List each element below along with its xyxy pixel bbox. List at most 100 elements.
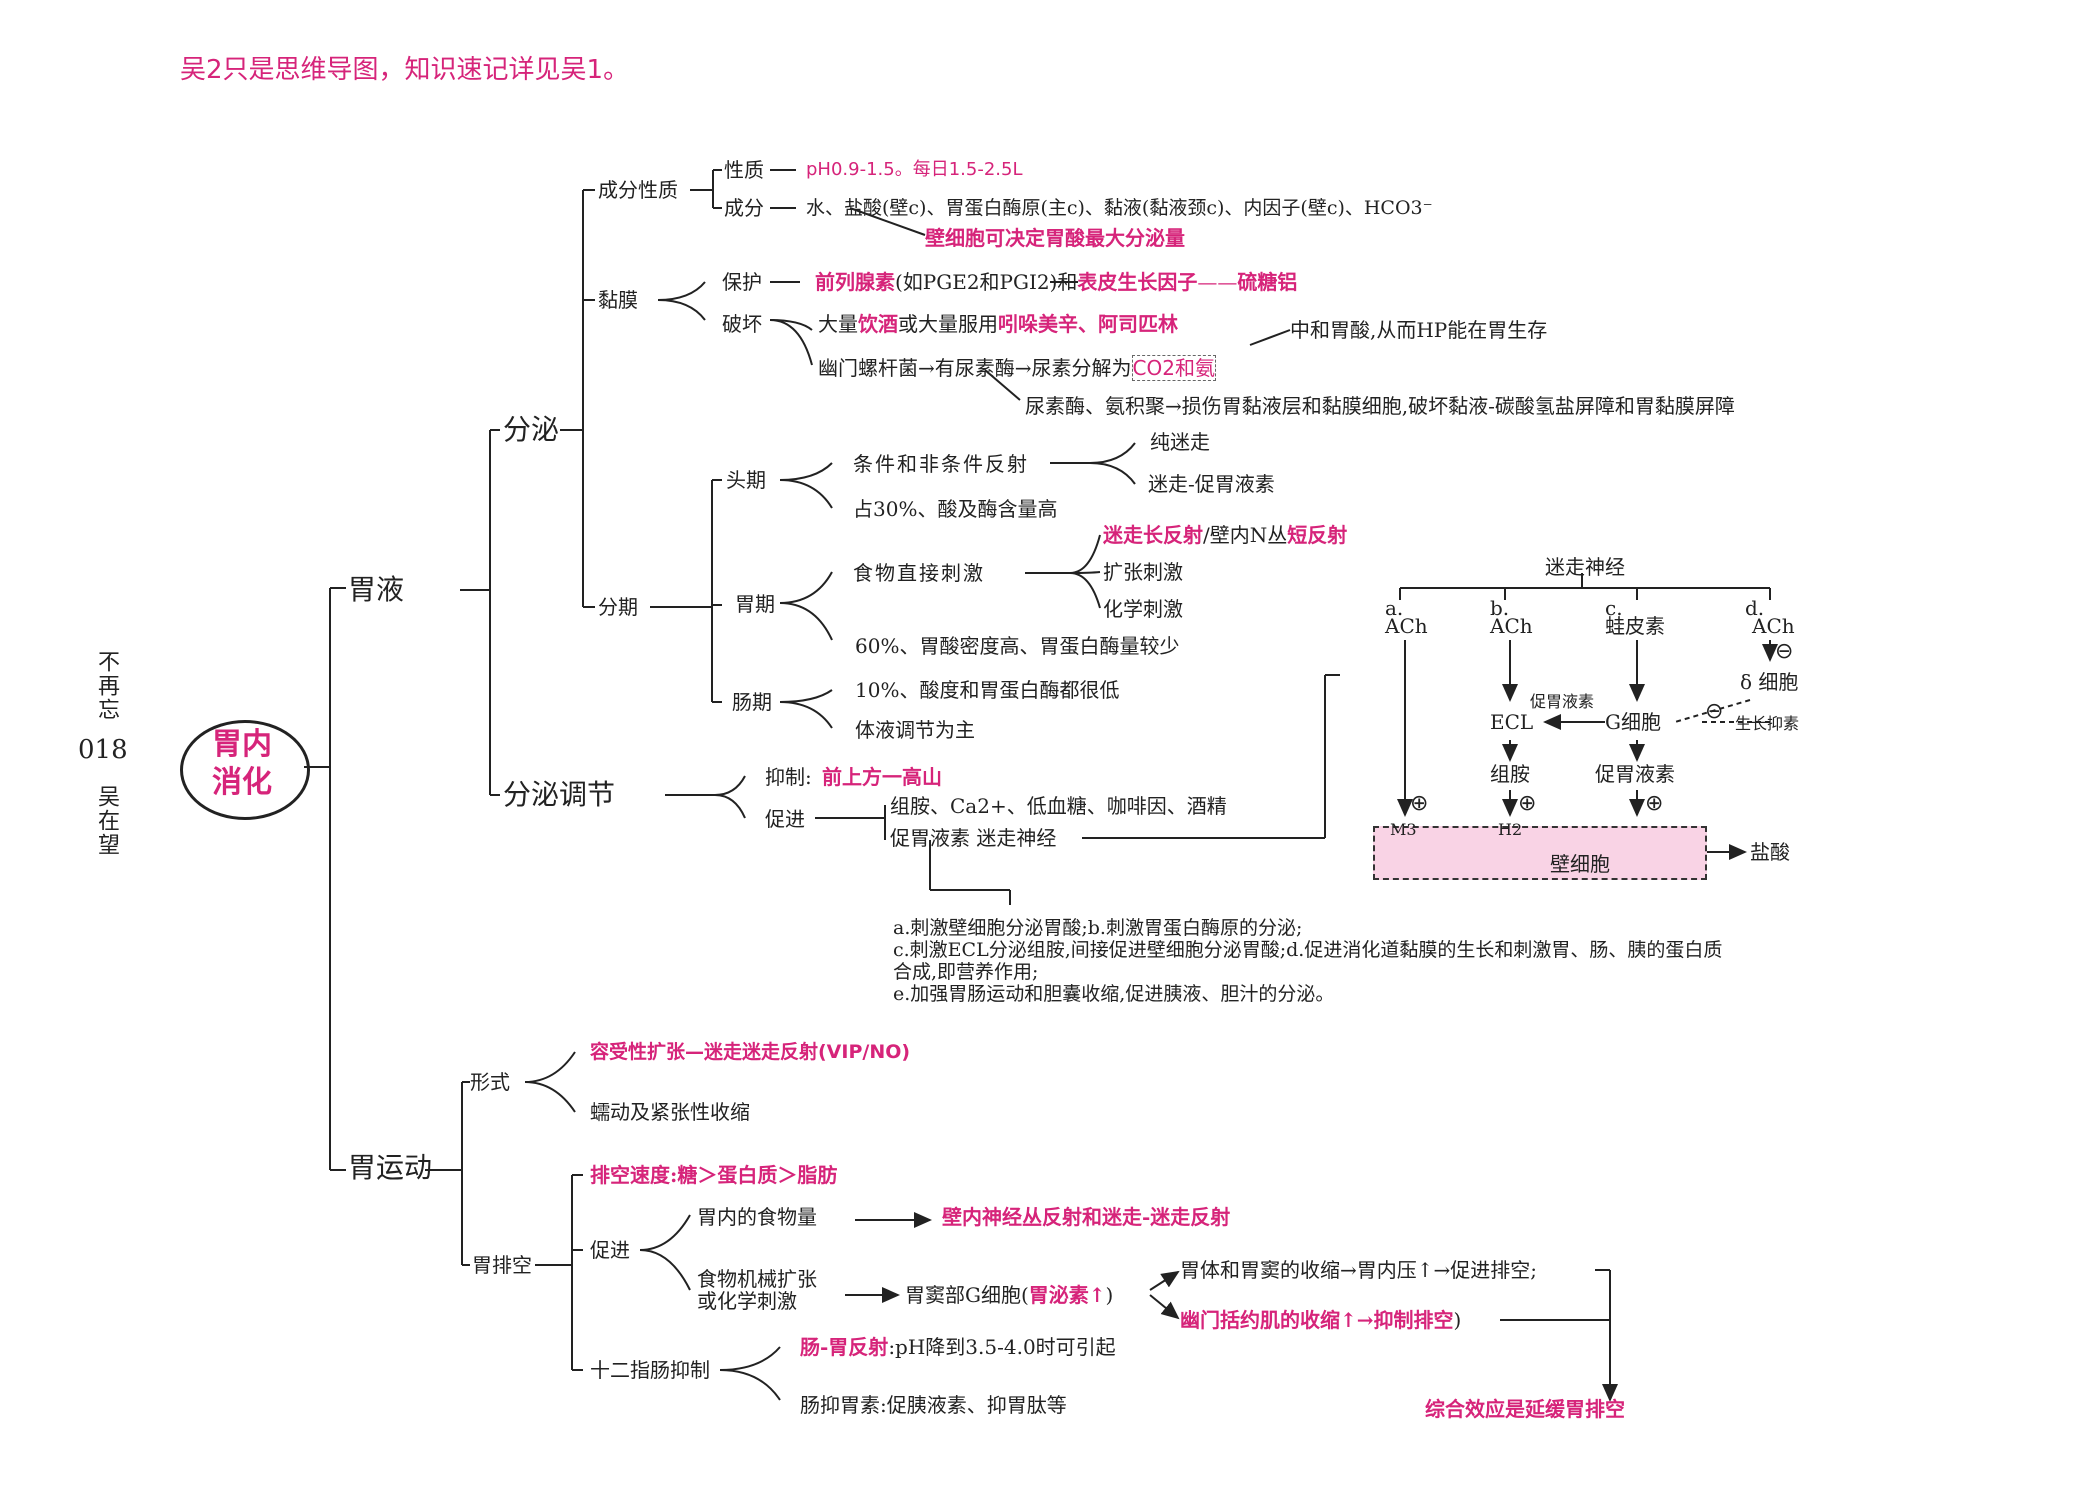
urease-result: 尿素酶、氨积聚→损伤胃黏液层和黏膜细胞,破坏黏液-碳酸氢盐屏障和胃黏膜屏障 [1025, 394, 1735, 418]
damage-line1: 大量饮酒或大量服用吲哚美辛、阿司匹林 [818, 312, 1178, 336]
pylorus-line: 幽门括约肌的收缩↑→抑制排空) [1180, 1308, 1461, 1332]
page-number: 018 [78, 735, 128, 765]
damage-nsaids: 吲哚美辛、阿司匹林 [998, 312, 1178, 336]
intramural-plexus: /壁内N丛 [1203, 523, 1288, 547]
protect-egf: 表皮生长因子 [1077, 270, 1198, 294]
distension-stimulus: 扩张刺激 [1103, 560, 1183, 584]
g-cell: G细胞 [1605, 710, 1661, 734]
vagus-title: 迷走神经 [1545, 555, 1625, 579]
minus-icon: ⊖ [1775, 639, 1794, 664]
promote-line1: 组胺、Ca2+、低血糖、咖啡因、酒精 [890, 794, 1227, 818]
mech-stimulus-line2: 或化学刺激 [697, 1289, 797, 1313]
plus-icon: ⊕ [1518, 791, 1537, 816]
branch-secretion-regulation: 分泌调节 [503, 778, 616, 811]
intestinal-label: 肠期 [732, 690, 772, 714]
antral-g-cell: 胃窦部G细胞(胃泌素↑) [905, 1283, 1113, 1307]
hcl-label: 盐酸 [1750, 840, 1790, 864]
plus-icon: ⊕ [1410, 791, 1429, 816]
gastrin-label: 促胃液素 [1595, 762, 1675, 786]
protect-sucralfate: 硫糖铝 [1237, 270, 1298, 294]
gastrin-small-label: 促胃液素 [1530, 692, 1595, 711]
pylorus-close: ) [1453, 1308, 1462, 1332]
emptying-label: 胃排空 [472, 1253, 532, 1277]
inhibit-label: 抑制: [765, 765, 812, 789]
duodenum-label: 十二指肠抑制 [590, 1358, 710, 1382]
motility-reflex: 壁内神经丛反射和迷走-迷走反射 [942, 1205, 1231, 1229]
branch-gastric-motility: 胃运动 [348, 1151, 433, 1184]
chemical-stimulus: 化学刺激 [1103, 597, 1183, 621]
protect-pge: (如PGE2和PGI2)和 [895, 270, 1078, 294]
long-reflex: 迷走长反射 [1103, 523, 1203, 547]
side-author: 吴在望 [94, 785, 119, 857]
gastrin-effect-3: 合成,即营养作用; [893, 961, 1039, 983]
gastric-share: 60%、胃酸密度高、胃蛋白酶量较少 [855, 634, 1180, 658]
gastric-direct: 食物直接刺激 [853, 561, 985, 585]
protect-prostaglandin: 前列腺素 [815, 270, 895, 294]
histamine-label: 组胺 [1490, 762, 1530, 786]
m3-receptor: M3 [1390, 820, 1417, 839]
gastric-reflex-line: 迷走长反射/壁内N丛短反射 [1103, 523, 1347, 547]
body-contraction: 胃体和胃窦的收缩→胃内压↑→促进排空; [1180, 1258, 1538, 1282]
emptying-speed: 排空速度:糖＞蛋白质＞脂肪 [590, 1163, 838, 1187]
intestinal-share: 10%、酸度和胃蛋白酶都很低 [855, 678, 1120, 702]
receptive-relaxation: 容受性扩张—迷走迷走反射(VIP/NO) [590, 1041, 911, 1063]
cephalic-share: 占30%、酸及酶含量高 [853, 497, 1058, 521]
pathway-a-ach: ACh [1385, 614, 1428, 638]
pathway-b-letter: b. [1490, 596, 1510, 620]
h2-receptor: H2 [1498, 820, 1523, 839]
plus-icon: ⊕ [1645, 791, 1664, 816]
minus-icon: ⊖ [1705, 699, 1724, 724]
nature-label: 性质 [724, 158, 764, 182]
mech-stimulus-line1: 食物机械扩张 [697, 1267, 817, 1291]
overall-effect: 综合效应是延缓胃排空 [1425, 1397, 1625, 1421]
antral-close: ) [1105, 1283, 1114, 1307]
intestinal-humoral: 体液调节为主 [855, 718, 975, 742]
gastrin-up: 胃泌素↑ [1028, 1283, 1106, 1307]
damage-hp: 幽门螺杆菌→有尿素酶→尿素分解为 [818, 356, 1132, 380]
mucosa-label: 黏膜 [598, 288, 638, 312]
entero-gastric-line: 肠-胃反射:pH降到3.5-4.0时可引起 [800, 1335, 1116, 1359]
damage-line1-c: 或大量服用 [898, 312, 998, 336]
food-in-stomach: 胃内的食物量 [697, 1205, 817, 1229]
peristalsis: 蠕动及紧张性收缩 [590, 1100, 750, 1124]
pylorus-contraction: 幽门括约肌的收缩↑→抑制排空 [1180, 1308, 1454, 1332]
cephalic-label: 头期 [726, 468, 766, 492]
promote-label: 促进 [765, 807, 805, 831]
parietal-cell-label: 壁细胞 [1550, 852, 1610, 876]
entero-gastric-reflex: 肠-胃反射 [800, 1335, 889, 1359]
header-note: 吴2只是思维导图，知识速记详见吴1。 [180, 55, 630, 85]
emptying-promote-label: 促进 [590, 1238, 630, 1262]
antral-g-cell-text: 胃窦部G细胞( [905, 1283, 1029, 1307]
pathway-b-ach: ACh [1490, 614, 1533, 638]
parietal-cell-box [1373, 826, 1707, 880]
gastrin-effect-4: e.加强胃肠运动和胆囊收缩,促进胰液、胆汁的分泌。 [893, 983, 1335, 1005]
side-motto: 不再忘 [94, 650, 119, 722]
neutralize-acid: 中和胃酸,从而HP能在胃生存 [1290, 318, 1548, 342]
protect-dash: —— [1197, 270, 1238, 294]
ecl-cell: ECL [1490, 710, 1534, 734]
form-label: 形式 [470, 1070, 510, 1094]
composition-label: 成分性质 [598, 178, 678, 202]
short-reflex: 短反射 [1287, 523, 1348, 547]
root-node-ellipse [180, 720, 310, 820]
protect-line: 前列腺素(如PGE2和PGI2)和表皮生长因子——硫糖铝 [815, 270, 1297, 294]
cephalic-reflex: 条件和非条件反射 [853, 452, 1029, 476]
damage-co2-ammonia: CO2和氨 [1131, 355, 1216, 381]
vagal-gastrin: 迷走-促胃液素 [1148, 472, 1275, 496]
branch-gastric-juice: 胃液 [348, 573, 405, 606]
promote-line2: 促胃液素 迷走神经 [890, 826, 1057, 850]
phases-label: 分期 [598, 595, 638, 619]
pathway-c-letter: c. [1605, 596, 1623, 620]
components-label: 成分 [724, 196, 764, 220]
pathway-d-letter: d. [1745, 596, 1765, 620]
components-value: 水、盐酸(壁c)、胃蛋白酶原(主c)、黏液(黏液颈c)、内因子(壁c)、HCO3… [806, 197, 1433, 219]
enterogastrones: 肠抑胃素:促胰液素、抑胃肽等 [800, 1393, 1067, 1417]
parietal-note: 壁细胞可决定胃酸最大分泌量 [925, 226, 1185, 250]
pathway-c-bombesin: 蛙皮素 [1605, 614, 1665, 638]
delta-cell: δ 细胞 [1740, 670, 1799, 694]
nature-value: pH0.9-1.5。每日1.5-2.5L [806, 159, 1023, 180]
pathway-d-ach: ACh [1752, 614, 1795, 638]
branch-secretion: 分泌 [503, 413, 560, 446]
damage-line1-a: 大量 [818, 312, 858, 336]
